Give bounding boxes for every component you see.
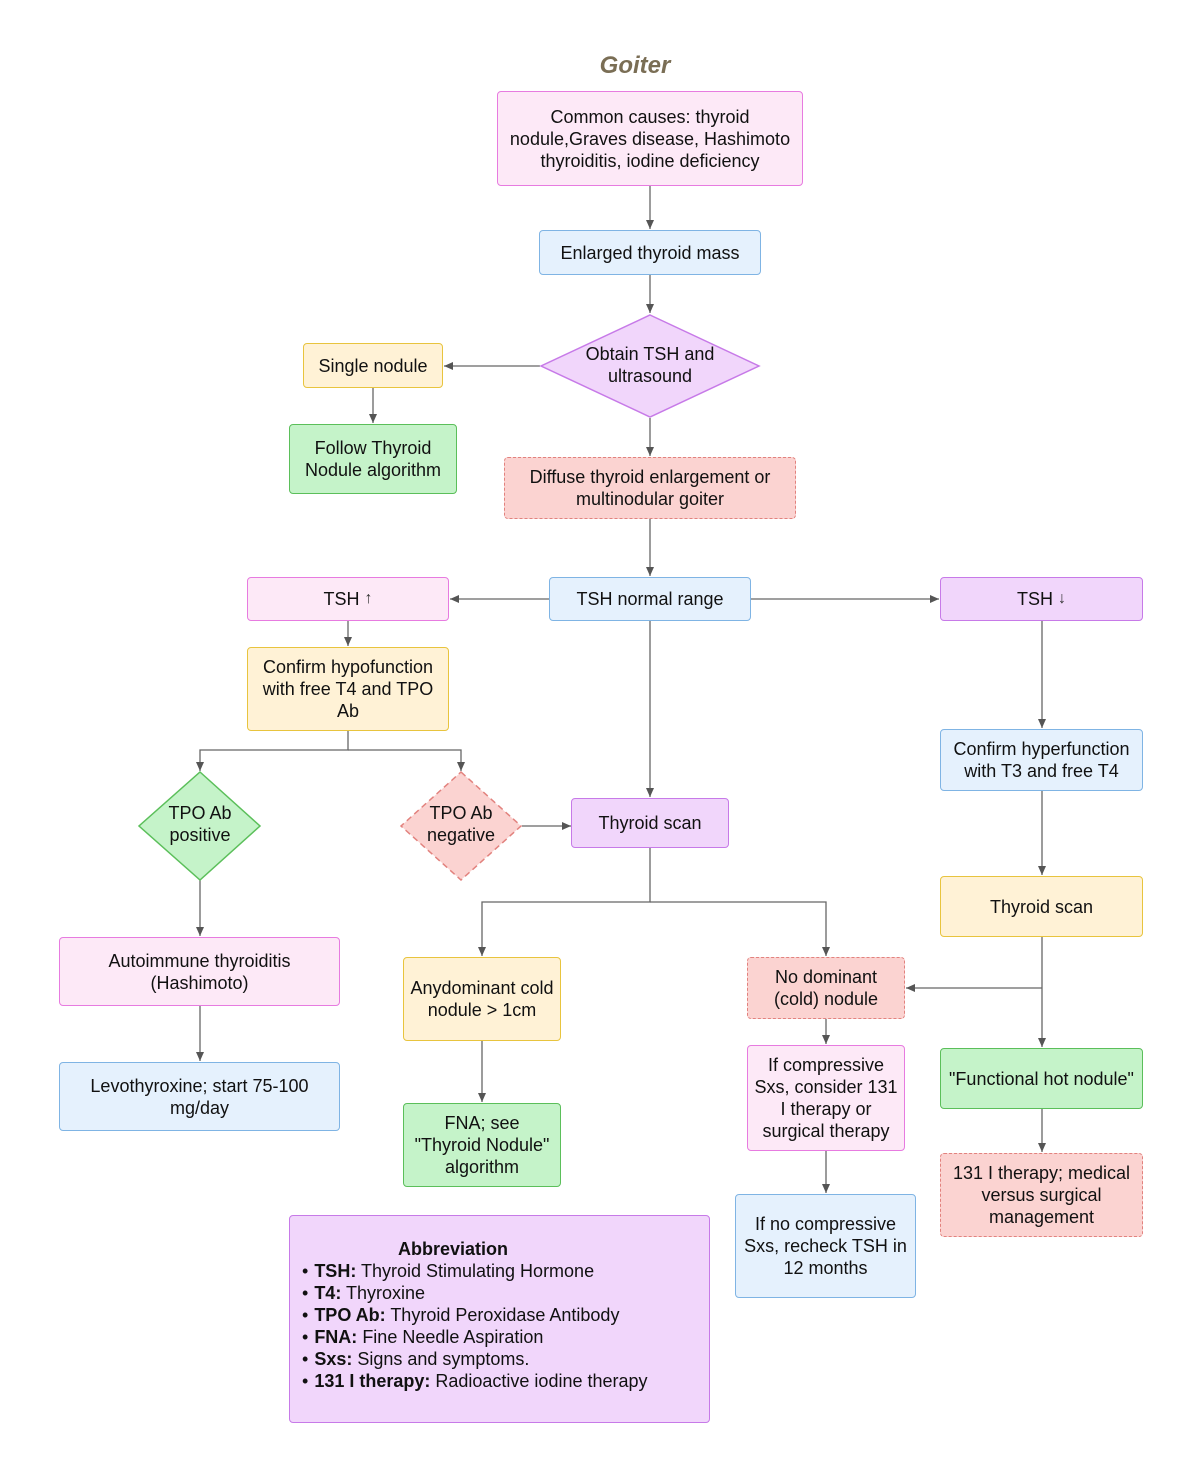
no-compressive-sxs-box: If no compressive Sxs, recheck TSH in 12… <box>735 1194 916 1298</box>
autoimmune-thyroiditis-box: Autoimmune thyroiditis (Hashimoto) <box>59 937 340 1006</box>
edge-scan-to-nodominant <box>650 901 830 956</box>
abbreviation-item: Sxs: Signs and symptoms. <box>302 1348 709 1370</box>
thyroid-scan-right-box: Thyroid scan <box>940 876 1143 937</box>
diagram-title: Goiter <box>599 52 671 79</box>
confirm-hyperfunction-box: Confirm hyperfunction with T3 and free T… <box>940 729 1143 791</box>
edge-hypo-to-tponeg <box>348 749 465 771</box>
cold-nodule-box: Anydominant cold nodule > 1cm <box>403 957 561 1041</box>
compressive-sxs-box: If compressive Sxs, consider 131 I thera… <box>747 1045 905 1151</box>
enlarged-mass-box: Enlarged thyroid mass <box>539 230 761 275</box>
fna-box: FNA; see "Thyroid Nodule" algorithm <box>403 1103 561 1187</box>
abbreviation-item: 131 I therapy: Radioactive iodine therap… <box>302 1370 709 1392</box>
down-arrow-icon: ↓ <box>1058 590 1066 607</box>
abbreviation-heading: Abbreviation <box>398 1239 509 1259</box>
tsh-low-label: TSH <box>1016 589 1053 609</box>
obtain-tsh-diamond <box>539 314 761 418</box>
levothyroxine-box: Levothyroxine; start 75-100 mg/day <box>59 1062 340 1131</box>
no-dominant-nodule-box: No dominant (cold) nodule <box>747 957 905 1019</box>
up-arrow-icon: ↑ <box>364 590 373 607</box>
abbreviation-item: FNA: Fine Needle Aspiration <box>302 1326 709 1348</box>
common-causes-box: Common causes: thyroid nodule,Graves dis… <box>497 91 803 186</box>
obtain-tsh-label: Obtain TSH and ultrasound <box>585 344 715 386</box>
tsh-high-label: TSH <box>323 589 360 609</box>
edge-hypo-to-tpo <box>196 730 349 771</box>
tsh-low-box: TSH ↓ <box>940 577 1143 621</box>
single-nodule-box: Single nodule <box>303 343 443 388</box>
abbreviation-item: TSH: Thyroid Stimulating Hormone <box>302 1260 709 1282</box>
edge-scan-to-cold <box>478 847 651 956</box>
thyroid-scan-middle-box: Thyroid scan <box>571 798 729 848</box>
confirm-hypofunction-box: Confirm hypofunction with free T4 and TP… <box>247 647 449 731</box>
tpo-negative-diamond <box>399 770 523 882</box>
follow-nodule-algorithm-box: Follow Thyroid Nodule algorithm <box>289 424 457 494</box>
abbreviation-item: T4: Thyroxine <box>302 1282 709 1304</box>
i131-therapy-box: 131 I therapy; medical versus surgical m… <box>940 1153 1143 1237</box>
abbreviation-item: TPO Ab: Thyroid Peroxidase Antibody <box>302 1304 709 1326</box>
functional-hot-nodule-box: "Functional hot nodule" <box>940 1048 1143 1109</box>
diffuse-enlargement-box: Diffuse thyroid enlargement or multinodu… <box>504 457 796 519</box>
tsh-normal-box: TSH normal range <box>549 577 751 621</box>
tsh-high-box: TSH ↑ <box>247 577 449 621</box>
abbreviation-box: Abbreviation TSH: Thyroid Stimulating Ho… <box>289 1215 710 1423</box>
abbreviation-list: TSH: Thyroid Stimulating Hormone T4: Thy… <box>302 1260 709 1392</box>
tpo-positive-label: TPO Ab positive <box>168 803 232 845</box>
tpo-negative-label: TPO Ab negative <box>426 803 496 845</box>
tpo-positive-diamond <box>137 770 262 882</box>
